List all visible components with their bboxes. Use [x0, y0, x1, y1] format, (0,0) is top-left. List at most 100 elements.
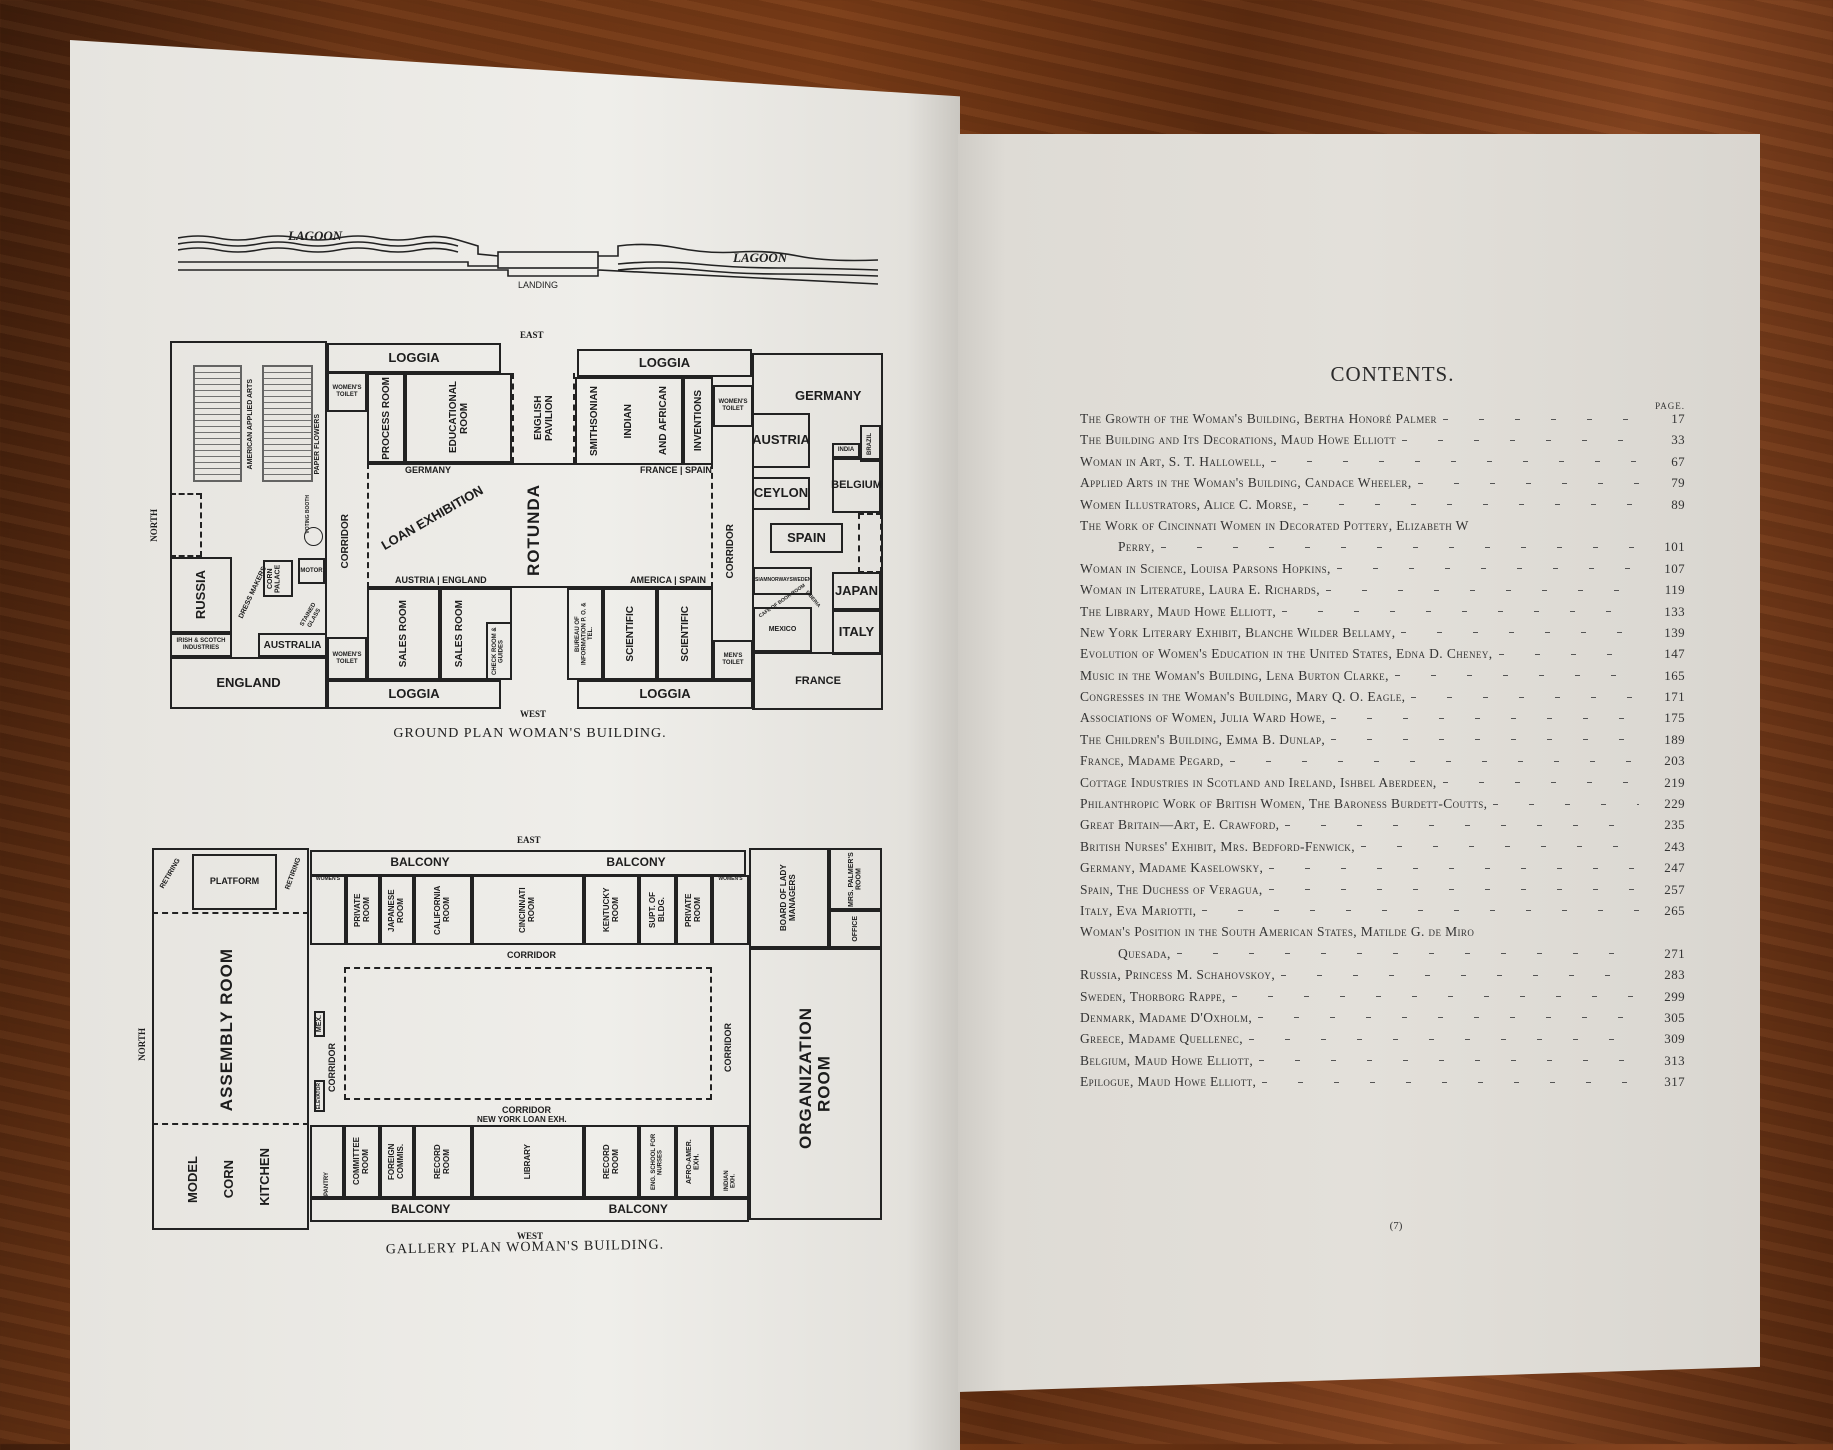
dot-leader [1442, 415, 1639, 423]
contents-entry: Denmark, Madame D'Oxholm, 305 [1080, 1010, 1685, 1031]
entry-page: 305 [1664, 1009, 1685, 1025]
dot-leader [1302, 500, 1639, 509]
room-japanese-room: JAPANESE ROOM [380, 875, 414, 945]
entry-title: Italy, Eva Mariotti, [1080, 902, 1197, 918]
room-private-room: PRIVATE ROOM [676, 875, 712, 945]
ground-plan-caption: GROUND PLAN WOMAN'S BUILDING. [393, 726, 667, 741]
contents-entry: Greece, Madame Quellenec,309 [1080, 1031, 1685, 1052]
entry-page: 165 [1664, 667, 1685, 683]
entry-title: Evolution of Women's Education in the Un… [1080, 646, 1493, 662]
room-corn-palace: CORN PALACE [263, 560, 293, 597]
contents-entry: Woman in Art, S. T. Hallowell,67 [1080, 454, 1685, 475]
entry-page: 309 [1664, 1031, 1685, 1047]
entry-page: 243 [1664, 838, 1685, 854]
room-indian-exh: INDIAN EXH. [712, 1125, 749, 1198]
room-label: RUSSIA [192, 570, 208, 620]
entry-page: 107 [1664, 560, 1685, 576]
label-rotunda: ROTUNDA [524, 484, 543, 576]
entry-title: Great Britain—Art, E. Crawford, [1080, 817, 1280, 833]
room-label: SCIENTIFIC [624, 606, 636, 662]
contents-entry: New York Literary Exhibit, Blanche Wilde… [1080, 625, 1685, 646]
dot-leader [1326, 586, 1639, 595]
room-label: BRAZIL [867, 432, 874, 455]
room-label: RECORD ROOM [433, 1144, 451, 1179]
contents-list: The Growth of the Woman's Building, Bert… [1080, 411, 1685, 1096]
room-label: BOARD OF LADY MANAGERS [779, 864, 797, 932]
loggia-east-right: LOGGIA [577, 349, 752, 377]
room-brazil: BRAZIL [860, 425, 881, 462]
label-america-spain: AMERICA | SPAIN [630, 575, 707, 585]
contents-entry: Cottage Industries in Scotland and Irela… [1080, 775, 1685, 796]
entry-page: 133 [1664, 603, 1685, 619]
dot-leader [1411, 693, 1639, 702]
contents-entry: Epilogue, Maud Howe Elliott,317 [1080, 1074, 1685, 1095]
west-label: WEST [517, 1231, 544, 1241]
dot-leader [1493, 800, 1639, 809]
room-english-pavilion: ENGLISH PAVILION [512, 373, 575, 463]
room-label: ENG. SCHOOL FOR NURSES [650, 1133, 664, 1190]
balcony-label: BALCONY [391, 1202, 451, 1217]
room-foreign-commis: FOREIGN COMMIS. [380, 1125, 414, 1198]
contents-entry: Belgium, Maud Howe Elliott,313 [1080, 1053, 1685, 1074]
room-paper-flowers: PAPER FLOWERS [314, 414, 321, 475]
dot-leader [1401, 436, 1639, 445]
entry-title: Sweden, Thorborg Rappe, [1080, 988, 1226, 1004]
room-label: COMMITTEE ROOM [352, 1137, 370, 1186]
contents-entry: Woman in Literature, Laura E. Richards,1… [1080, 582, 1685, 603]
room-educational-room: EDUCATIONAL ROOM [405, 373, 512, 463]
room-label: MEX. [315, 1015, 323, 1033]
room-assembly-room: ASSEMBLY ROOM [217, 948, 236, 1112]
room-austria: AUSTRIA [752, 413, 810, 468]
entry-page: 189 [1664, 731, 1685, 747]
room-womens: WOMEN'S [712, 875, 749, 945]
room-label: CINCINNATI ROOM [518, 887, 536, 933]
entry-title: Spain, The Duchess of Veragua, [1080, 881, 1263, 897]
entry-page: 33 [1671, 432, 1685, 448]
room-inventions: INVENTIONS [683, 377, 713, 465]
contents-entry: Spain, The Duchess of Veragua, 257 [1080, 882, 1685, 903]
room-label: ENGLISH PAVILION [532, 395, 555, 441]
room-scientific: SCIENTIFIC [657, 588, 713, 680]
table-of-contents: CONTENTS. PAGE. The Growth of the Woman'… [1080, 362, 1685, 1096]
room-norway: NORWAY [767, 577, 790, 584]
lagoon-label-left: LAGOON [287, 228, 343, 243]
entry-page: 271 [1664, 945, 1685, 961]
dot-leader [1176, 949, 1639, 958]
balcony-west: BALCONY BALCONY [310, 1198, 749, 1222]
room-record-room: RECORD ROOM [414, 1125, 472, 1198]
balcony-label: BALCONY [608, 1202, 668, 1217]
room-label: MRS. PALMER'S ROOM [847, 851, 863, 907]
dot-leader [1229, 757, 1639, 766]
room-board-of-lady-managers: BOARD OF LADY MANAGERS [749, 848, 829, 948]
contents-entry: Italy, Eva Mariotti,265 [1080, 903, 1685, 924]
dot-leader [1281, 971, 1639, 980]
room-model: MODEL [185, 1156, 200, 1203]
room-womens: WOMEN'S [310, 875, 346, 945]
entry-title: Philanthropic Work of British Women, The… [1080, 796, 1488, 812]
room-ceylon: CEYLON [752, 477, 810, 510]
room-mrs-palmers-room: MRS. PALMER'S ROOM [829, 848, 882, 910]
entry-title: The Building and Its Decorations, Maud H… [1080, 432, 1396, 448]
corridor-label: CORRIDOR [507, 950, 556, 960]
entry-title: Music in the Woman's Building, Lena Burt… [1080, 667, 1389, 683]
entry-title: Women Illustrators, Alice C. Morse, [1080, 496, 1297, 512]
room-label: BUREAU OF INFORMATION P. O. & TEL. [575, 602, 595, 666]
entry-title: The Growth of the Woman's Building, Bert… [1080, 411, 1437, 426]
room-label: FOREIGN COMMIS. [387, 1143, 405, 1180]
assembly-wing [152, 848, 309, 1230]
entry-page: 139 [1664, 624, 1685, 640]
room-platform: PLATFORM [192, 854, 277, 910]
dot-leader [1258, 1013, 1639, 1022]
entry-page: 67 [1671, 453, 1685, 469]
entry-title: Woman in Literature, Laura E. Richards, [1080, 582, 1321, 598]
corridor-label: CORRIDOR [502, 1105, 551, 1115]
entry-title: Denmark, Madame D'Oxholm, [1080, 1009, 1253, 1025]
entry-title: Associations of Women, Julia Ward Howe, [1080, 710, 1326, 726]
room-india: INDIA [832, 443, 860, 458]
dot-leader [1331, 714, 1639, 723]
entry-page: 257 [1664, 881, 1685, 897]
contents-entry: Russia, Princess M. Schahovskoy,283 [1080, 967, 1685, 988]
room-label: CHECK ROOM & GUIDES [492, 627, 505, 675]
room-spain: SPAIN [770, 523, 843, 553]
dot-leader [1259, 1056, 1639, 1065]
